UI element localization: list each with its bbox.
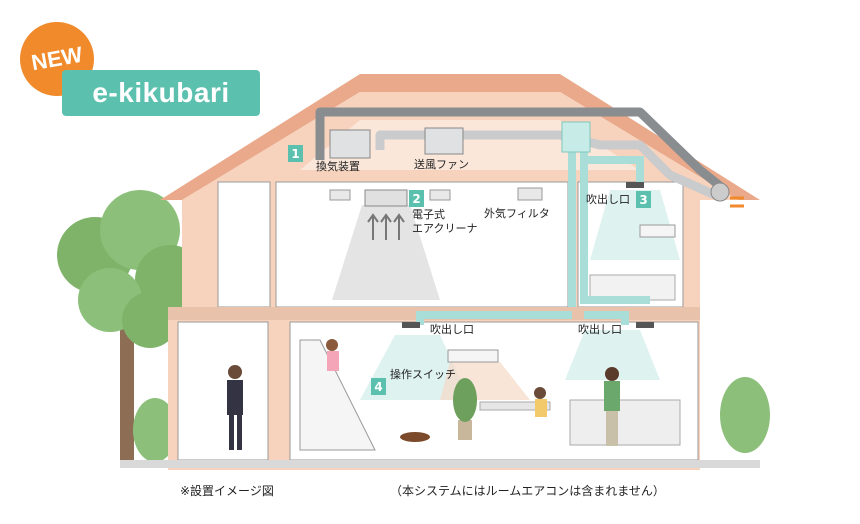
label-control-switch: 操作スイッチ — [390, 368, 456, 381]
up-arrows — [367, 213, 405, 240]
exterior-vent — [710, 182, 730, 202]
room-air-conditioner-upper — [639, 224, 676, 238]
tree — [57, 190, 205, 460]
dog — [400, 432, 430, 442]
entrance-room — [177, 321, 269, 461]
label-outdoor-filter: 外気フィルタ — [484, 207, 550, 220]
upper-toilet-room — [217, 181, 271, 308]
label-outlet-upper: 吹出し口 — [586, 193, 630, 206]
label-supply-fan: 送風ファン — [414, 158, 469, 171]
exhaust-duct — [315, 107, 728, 200]
callout-number-3: 3 — [636, 191, 651, 208]
outlet-lower-left-unit — [402, 322, 420, 328]
outdoor-filter-unit — [517, 187, 543, 201]
callout-number-1: 1 — [288, 145, 303, 162]
lower-outlet-airflow-left — [360, 335, 470, 400]
note-installation-image: ※設置イメージ図 — [180, 484, 274, 498]
callout-number-4: 4 — [371, 378, 386, 395]
person-dining — [534, 387, 547, 417]
brand-label: e-kikubari — [62, 70, 260, 116]
dining-table — [479, 401, 551, 411]
bush-right — [720, 377, 770, 453]
duct-branch-box — [561, 121, 591, 153]
lower-outlet-airflow-right — [565, 330, 660, 380]
person-stairs — [326, 339, 339, 371]
kitchen-counter — [569, 399, 681, 446]
potted-plant — [453, 378, 477, 440]
air-cleaner-unit — [364, 189, 408, 207]
bush-left — [133, 398, 177, 462]
room-air-conditioner-lower — [447, 349, 499, 363]
ground — [120, 460, 760, 468]
upper-outlet-airflow — [590, 190, 680, 260]
ventilation-unit-box — [329, 129, 371, 159]
air-cleaner-glow — [332, 205, 440, 300]
note-no-room-ac: （本システムにはルームエアコンは含まれません） — [390, 484, 665, 498]
label-air-cleaner-line1: 電子式 — [412, 208, 445, 221]
outlet-upper-unit — [626, 182, 644, 188]
staircase — [299, 339, 376, 451]
supply-duct — [416, 150, 650, 325]
ceiling-vent-a — [329, 189, 351, 201]
outlet-lower-right-unit — [636, 322, 654, 328]
supply-fan-box — [424, 127, 464, 155]
person-entrance — [227, 365, 243, 450]
callout-number-2: 2 — [409, 190, 424, 207]
person-kitchen — [604, 367, 620, 446]
roof — [160, 74, 760, 200]
ceiling-vent-b — [429, 189, 451, 201]
label-outlet-lower-right: 吹出し口 — [578, 323, 622, 336]
label-outlet-lower-left: 吹出し口 — [430, 323, 474, 336]
label-air-cleaner-line2: エアクリーナ — [412, 222, 478, 235]
label-ventilation-unit: 換気装置 — [316, 160, 360, 173]
